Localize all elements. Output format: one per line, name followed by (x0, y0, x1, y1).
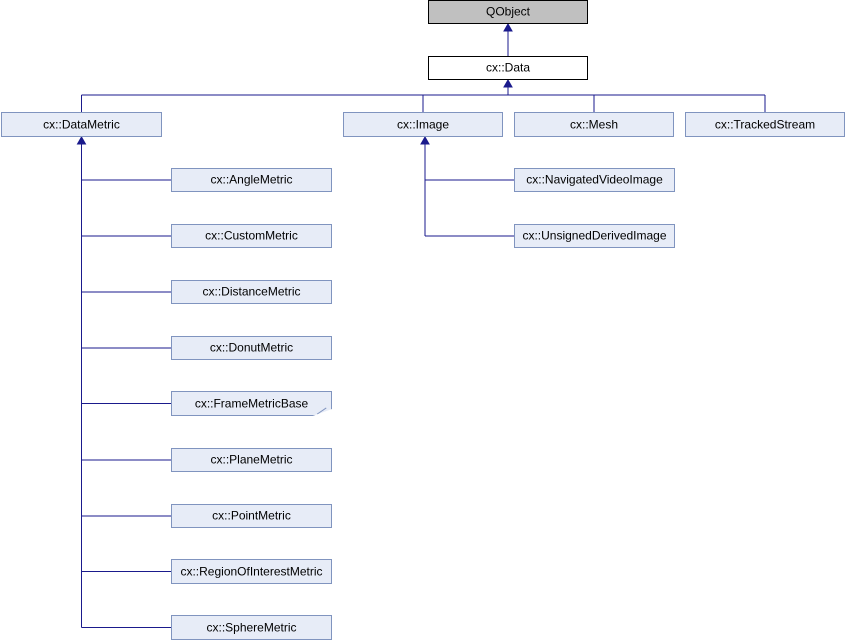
class-node-planemetric[interactable]: cx::PlaneMetric (171, 448, 332, 472)
class-node-donutmetric[interactable]: cx::DonutMetric (171, 336, 332, 360)
arrowhead-data-to-qobject (503, 22, 513, 32)
class-node-qobject[interactable]: QObject (428, 0, 588, 24)
class-node-label: cx::NavigatedVideoImage (526, 172, 663, 187)
class-node-datametric[interactable]: cx::DataMetric (1, 112, 162, 137)
class-node-label: cx::TrackedStream (714, 117, 816, 131)
class-node-navigatedvideo[interactable]: cx::NavigatedVideoImage (514, 168, 675, 192)
class-node-label: cx::AngleMetric (210, 172, 293, 187)
class-node-label: cx::PointMetric (212, 508, 291, 523)
class-node-label: cx::Mesh (569, 117, 618, 131)
class-node-custommetric[interactable]: cx::CustomMetric (171, 224, 332, 248)
class-node-mesh[interactable]: cx::Mesh (514, 112, 674, 137)
class-node-label: cx::FrameMetricBase (194, 396, 309, 410)
class-node-anglemetric[interactable]: cx::AngleMetric (171, 168, 332, 192)
class-node-trackedstream[interactable]: cx::TrackedStream (685, 112, 845, 137)
class-node-regionofinterest[interactable]: cx::RegionOfInterestMetric (171, 559, 332, 584)
class-node-data[interactable]: cx::Data (428, 56, 588, 80)
class-node-framemetricbase[interactable]: cx::FrameMetricBase (171, 391, 332, 416)
class-node-image[interactable]: cx::Image (343, 112, 503, 137)
class-node-label: cx::DistanceMetric (202, 284, 301, 299)
class-node-distancemetric[interactable]: cx::DistanceMetric (171, 280, 332, 304)
arrowhead-datametric-children (76, 135, 87, 145)
class-node-unsignedderived[interactable]: cx::UnsignedDerivedImage (514, 224, 675, 248)
arrowhead-data-children (503, 78, 513, 88)
class-node-spheremetric[interactable]: cx::SphereMetric (171, 615, 332, 640)
class-node-pointmetric[interactable]: cx::PointMetric (171, 504, 332, 528)
class-node-label: cx::PlaneMetric (210, 452, 293, 467)
arrowhead-image-children (420, 135, 430, 145)
class-node-label: cx::DonutMetric (209, 340, 294, 355)
class-node-label: cx::Data (485, 60, 530, 75)
class-node-label: cx::UnsignedDerivedImage (522, 228, 667, 243)
class-node-label: cx::RegionOfInterestMetric (180, 564, 323, 578)
class-node-label: cx::CustomMetric (205, 228, 298, 243)
class-node-label: cx::DataMetric (43, 117, 120, 131)
class-node-label: QObject (485, 4, 530, 19)
class-node-label: cx::Image (396, 117, 450, 131)
class-node-label: cx::SphereMetric (206, 620, 297, 634)
